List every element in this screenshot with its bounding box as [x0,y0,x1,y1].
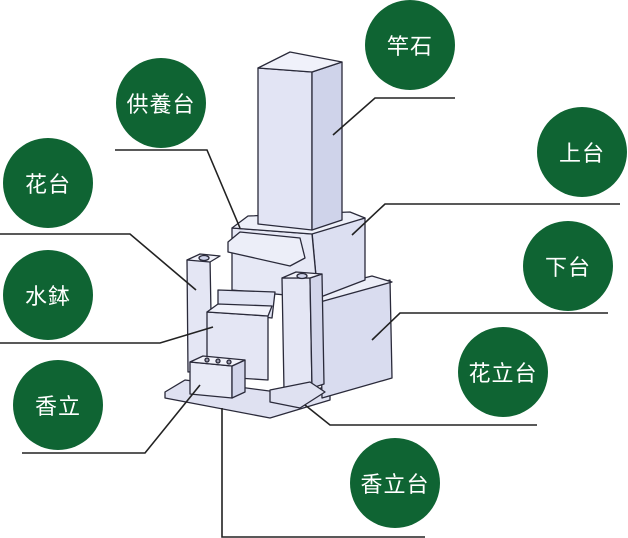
leader-kotate [22,384,201,454]
leader-kuyodai [115,149,241,229]
label-kotate: 香立 [13,360,103,450]
label-kuyodai: 供養台 [116,58,206,148]
label-gedai: 下台 [523,221,613,311]
kadai-right-side [309,273,325,389]
leader-hanatatedai [304,404,537,426]
mizubachi-top [206,303,273,317]
leader-gedai [371,312,608,341]
label-kotatedai: 香立台 [350,438,440,528]
kadai-right [281,277,313,391]
label-hanatatedai: 花立台 [458,327,548,417]
leader-jodai [351,203,620,236]
hanatatedai [269,381,326,409]
leader-mizubachi [0,326,214,344]
saoishi-front [257,67,313,231]
kotate-front [189,361,233,399]
leader-kotatedai [221,408,425,538]
label-jodai: 上台 [537,107,627,197]
kuyodai [227,231,306,267]
saoishi-side [311,61,343,231]
leader-saoishi [332,97,455,136]
label-kadai: 花台 [3,138,93,228]
label-mizubachi: 水鉢 [3,250,93,340]
saoishi-top [257,51,343,73]
leader-kadai [0,233,197,291]
label-saoishi: 竿石 [365,0,455,90]
